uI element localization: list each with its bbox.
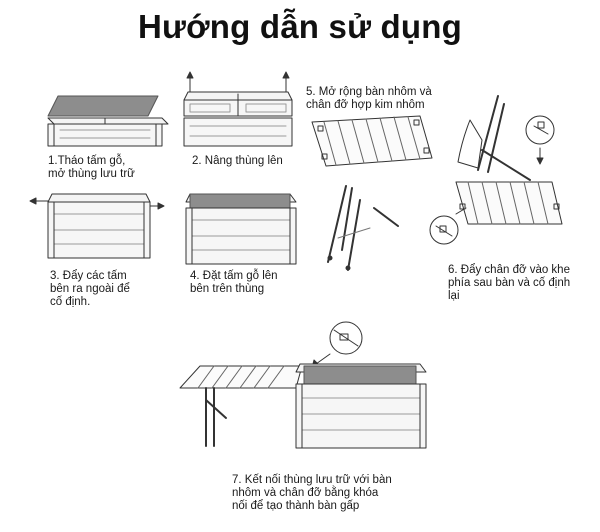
step3-box-illustration (29, 193, 165, 259)
step5-line1: 5. Mở rộng bàn nhôm và (306, 86, 432, 98)
step3-line3: cố định. (50, 296, 91, 308)
step6-line1: 6. Đẩy chân đỡ vào khe (448, 264, 570, 276)
step6-caption: 6. Đẩy chân đỡ vào khe phía sau bàn và c… (448, 264, 570, 303)
step2-caption: 2. Nâng thùng lên (192, 155, 283, 168)
step3-line2: bên ra ngoài để (50, 283, 130, 295)
step3-caption: 3. Đẩy các tấm bên ra ngoài để cố định. (50, 270, 130, 309)
step4-line1: 4. Đặt tấm gỗ lên (190, 270, 278, 282)
step4-caption: 4. Đặt tấm gỗ lên bên trên thùng (190, 270, 278, 296)
step1-box-illustration (47, 95, 169, 147)
step2-box-illustration (183, 71, 293, 147)
step6-table-illustration (429, 95, 563, 245)
step1-line1: 1.Tháo tấm gỗ, (48, 155, 126, 167)
step7-line3: nối để tạo thành bàn gấp (232, 500, 360, 512)
step6-line3: lại (448, 290, 460, 302)
step5-line2: chân đỡ hợp kim nhôm (306, 99, 425, 111)
step7-assembly-illustration (179, 321, 427, 449)
step4-box-illustration (185, 193, 297, 265)
step3-line1: 3. Đẩy các tấm (50, 270, 127, 282)
step7-line2: nhôm và chân đỡ bằng khóa (232, 487, 379, 499)
step2-line1: 2. Nâng thùng lên (192, 155, 283, 167)
step7-line1: 7. Kết nối thùng lưu trữ với bàn (232, 474, 392, 486)
page-title: Hướng dẫn sử dụng (138, 8, 462, 45)
step1-line2: mở thùng lưu trữ (48, 168, 135, 180)
step6-line2: phía sau bàn và cố định (448, 277, 571, 289)
step5-caption: 5. Mở rộng bàn nhôm và chân đỡ hợp kim n… (306, 86, 432, 112)
step1-caption: 1.Tháo tấm gỗ, mở thùng lưu trữ (48, 155, 135, 181)
step5-table-illustration (311, 115, 433, 271)
step7-caption: 7. Kết nối thùng lưu trữ với bàn nhôm và… (232, 474, 392, 513)
step4-line2: bên trên thùng (190, 283, 265, 295)
